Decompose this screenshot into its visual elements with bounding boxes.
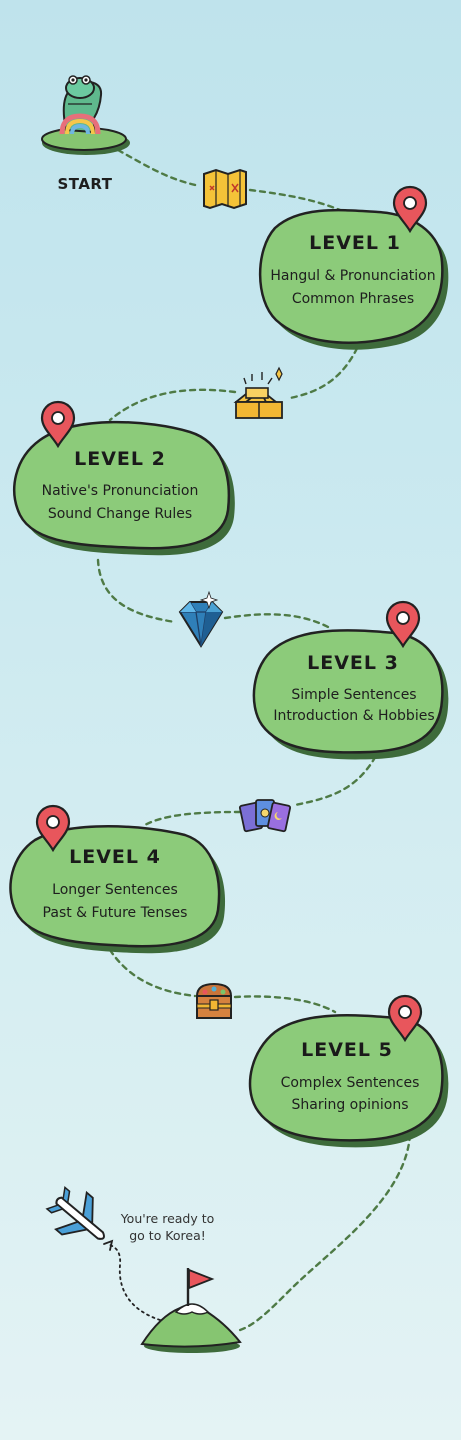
gold-bars-icon xyxy=(233,366,283,419)
finish-message: You're ready to go to Korea! xyxy=(110,1210,225,1244)
level-3-topic-1: Simple Sentences xyxy=(291,687,417,703)
level-1-topic-2: Common Phrases xyxy=(291,291,415,307)
level-5-island xyxy=(248,1014,449,1148)
level-3-island xyxy=(252,629,449,760)
level-2-topic-1: Native's Pronunciation xyxy=(41,483,199,499)
airplane-icon xyxy=(45,1185,105,1240)
level-1-title: LEVEL 1 xyxy=(309,232,401,254)
level-4-title: LEVEL 4 xyxy=(69,846,161,868)
diamond-icon xyxy=(178,590,224,648)
level-4-topic-1: Longer Sentences xyxy=(52,882,178,898)
start-label: START xyxy=(57,175,113,193)
level-2-title: LEVEL 2 xyxy=(74,448,166,470)
tarot-cards-icon xyxy=(238,799,292,833)
level-1-topic-1: Hangul & Pronunciation xyxy=(270,268,436,284)
level-4-topic-2: Past & Future Tenses xyxy=(42,905,188,921)
level-5-topic-2: Sharing opinions xyxy=(291,1097,409,1113)
dotted-arrow-path xyxy=(109,1244,161,1321)
level-2-island xyxy=(13,420,235,556)
flag-icon xyxy=(186,1268,215,1306)
level-2-topic-2: Sound Change Rules xyxy=(47,506,193,522)
treasure-chest-icon xyxy=(195,982,233,1019)
level-3-topic-2: Introduction & Hobbies xyxy=(273,708,435,724)
level-1-island xyxy=(258,208,449,350)
finish-message-line-2: go to Korea! xyxy=(129,1228,206,1243)
finish-message-line-1: You're ready to xyxy=(120,1211,215,1226)
level-3-title: LEVEL 3 xyxy=(307,652,399,674)
level-4-island xyxy=(9,825,226,954)
dashed-path xyxy=(96,148,412,1332)
finish-mountain xyxy=(140,1303,242,1353)
crocodile-mascot-icon xyxy=(59,75,103,135)
level-5-topic-1: Complex Sentences xyxy=(280,1075,420,1091)
level-5-title: LEVEL 5 xyxy=(301,1039,393,1061)
treasure-map-icon xyxy=(203,168,247,210)
